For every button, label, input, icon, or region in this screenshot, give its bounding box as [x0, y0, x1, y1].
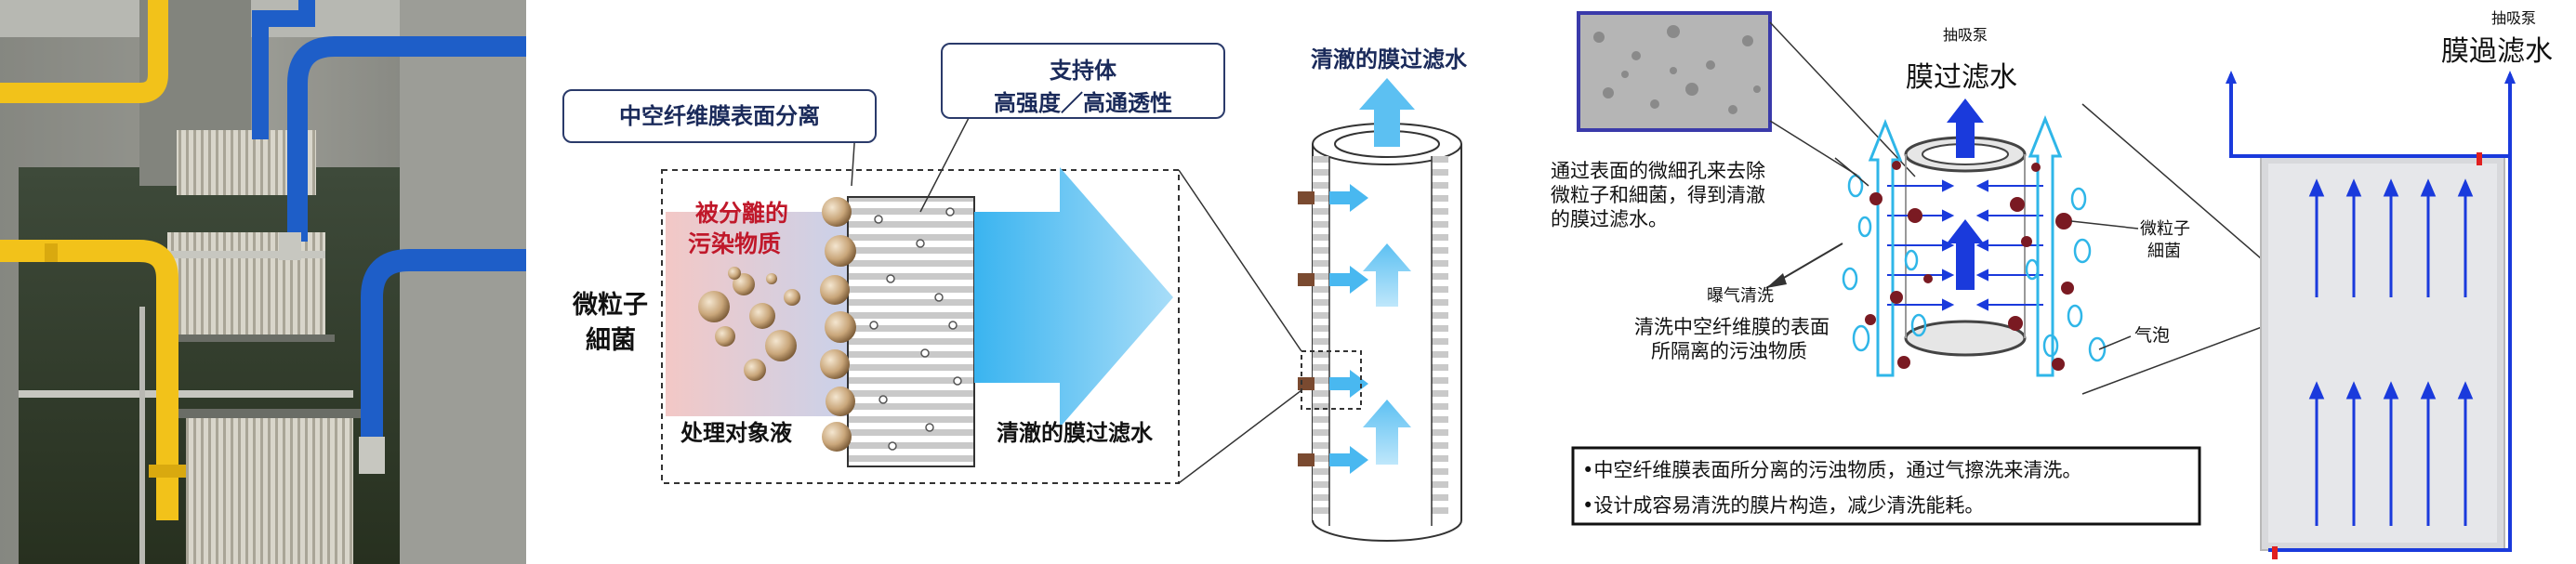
treatment-plant-photo: [0, 0, 526, 564]
bullet-2: •设计成容易清洗的膜片构造，减少清洗能耗。: [1582, 494, 1985, 517]
tube-output-arrow: [1359, 78, 1415, 147]
aeration-label: 曝气清洗: [1707, 286, 1774, 306]
membrane-water-label-2: 膜過滤水: [2441, 35, 2553, 68]
microbe-label-2: 細菌: [586, 326, 636, 355]
separated-label-1: 被分離的: [695, 200, 789, 227]
filtrate-flow-arrow: [974, 167, 1173, 427]
wash-desc-2: 所隔离的污浊物质: [1651, 340, 1807, 362]
membrane-water-label: 膜过滤水: [1906, 61, 2017, 94]
micro-desc-1: 通过表面的微細孔来去除: [1551, 160, 1765, 182]
bubble-label: 气泡: [2134, 325, 2171, 346]
separated-label-2: 污染物质: [688, 230, 782, 257]
wash-desc-1: 清洗中空纤维膜的表面: [1634, 316, 1830, 338]
pump-label: 抽吸泵: [1943, 26, 1988, 44]
surface-separation-callout: 中空纤维膜表面分离: [562, 89, 877, 143]
micro-desc-3: 的膜过滤水。: [1551, 208, 1668, 230]
separated-particles: [820, 197, 856, 452]
support-subtitle: 高强度／高通透性: [994, 90, 1172, 116]
tube-top-label: 清澈的膜过滤水: [1311, 46, 1467, 72]
micro-desc-2: 微粒子和細菌，得到清澈: [1551, 184, 1765, 206]
pump-label-2: 抽吸泵: [2491, 9, 2537, 27]
microbe-label-1: 微粒子: [573, 291, 648, 320]
support-callout: 支持体 高强度／高通透性: [941, 43, 1225, 119]
membrane-sheet: [2260, 155, 2505, 551]
support-layer: [847, 196, 975, 467]
support-title: 支持体: [1050, 58, 1116, 84]
particles-label-1: 微粒子: [2140, 219, 2190, 239]
clean-water-label: 清澈的膜过滤水: [997, 420, 1153, 446]
particles-label-2: 細菌: [2147, 242, 2181, 261]
feed-particles: [698, 267, 800, 381]
membrane-micrograph: [1577, 11, 1772, 132]
feed-liquid-label: 处理对象液: [680, 420, 792, 446]
bullet-1: •中空纤维膜表面所分离的污浊物质，通过气擦洗来清洗。: [1582, 459, 2082, 481]
